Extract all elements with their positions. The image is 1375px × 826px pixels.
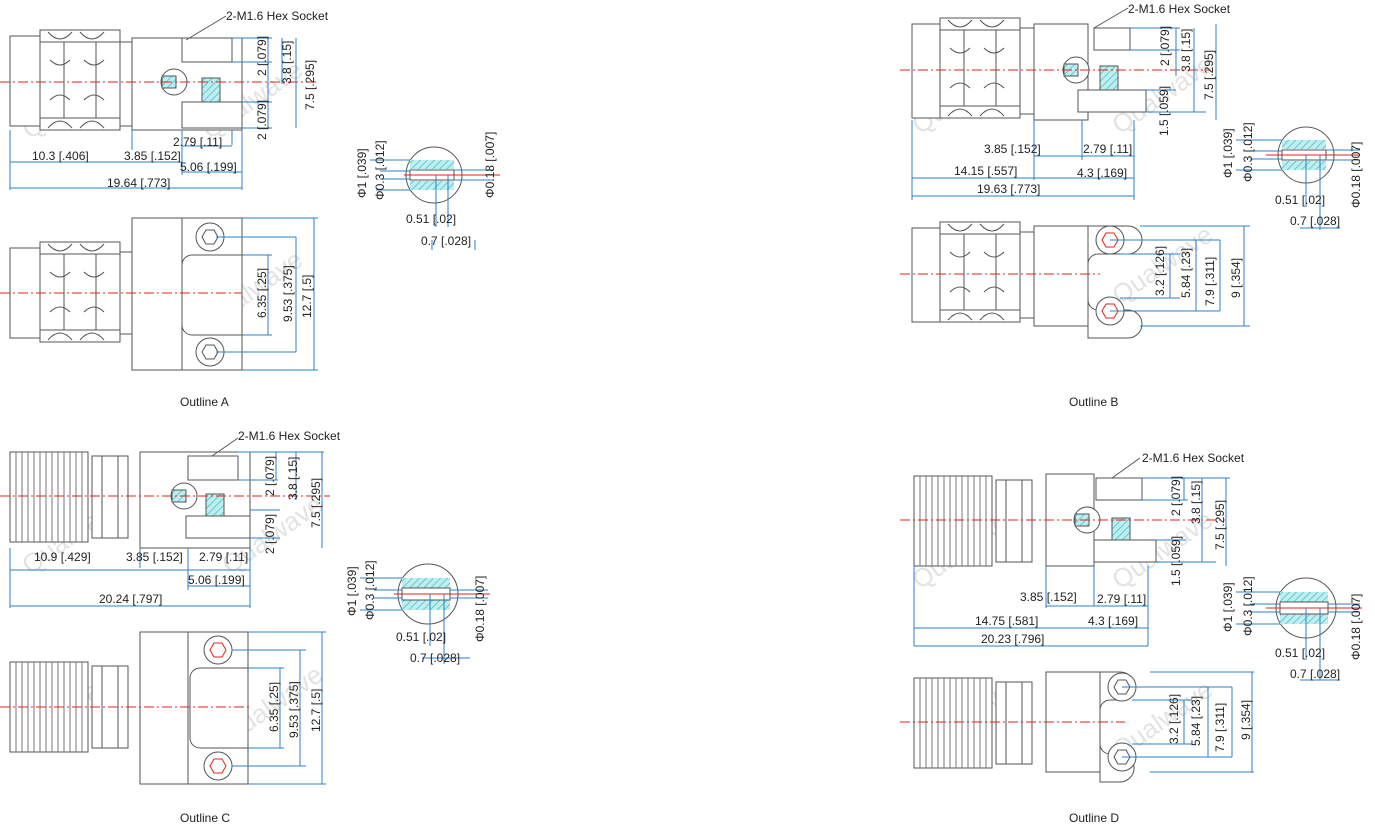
dim-c-d5: 10.9 [.429] xyxy=(34,550,91,564)
dim-a-d1: 2 [.079] xyxy=(255,36,269,76)
outline-c-top-view: 6.35 [.25] 9.53 [.375] 12.7 [.5] xyxy=(0,631,326,785)
outline-d-side-dimensions: 2 [.079] 3.8 [.15] 7.5 [.295] 1.5 [.059]… xyxy=(913,451,1245,647)
dim-a-detail-d2: Φ0.3 [.012] xyxy=(373,140,387,200)
dim-b-d7: 14.15 [.557] xyxy=(954,164,1017,178)
outline-c-side-view xyxy=(0,451,330,549)
dim-c-top-d1: 6.35 [.25] xyxy=(267,682,281,732)
outline-a: 2 [.079] 3.8 [.15] 7.5 [.295] 2 [.079] 2… xyxy=(0,9,500,409)
dim-a-detail-d5: 0.7 [.028] xyxy=(421,234,471,248)
dim-a-d8: 5.06 [.199] xyxy=(180,160,237,174)
dim-b-d6: 2.79 [.11] xyxy=(1083,142,1132,156)
dim-d-d8: 4.3 [.169] xyxy=(1088,614,1138,628)
outline-d-pin-detail: Φ1 [.039] Φ0.3 [.012] Φ0.18 [.007] 0.51 … xyxy=(1221,576,1363,681)
dim-a-d3: 7.5 [.295] xyxy=(303,60,317,110)
dim-d-top-d4: 9 [.354] xyxy=(1239,700,1253,740)
dim-b-d4: 1.5 [.059] xyxy=(1157,86,1171,136)
dim-b-d9: 19.63 [.773] xyxy=(977,182,1040,196)
dim-b-d3: 7.5 [.295] xyxy=(1202,50,1216,100)
dim-b-top-d2: 5.84 [.23] xyxy=(1179,248,1193,298)
hex-socket-callout-d: 2-M1.6 Hex Socket xyxy=(1142,451,1245,465)
dim-c-d2: 3.8 [.15] xyxy=(286,457,300,500)
dim-a-top-d2: 9.53 [.375] xyxy=(281,265,295,322)
dim-d-detail-d1: Φ1 [.039] xyxy=(1221,582,1235,632)
dim-c-d6: 3.85 [.152] xyxy=(126,550,183,564)
dim-a-detail-d4: 0.51 [.02] xyxy=(406,212,456,226)
dim-c-d9: 20.24 [.797] xyxy=(99,592,162,606)
dim-c-detail-d2: Φ0.3 [.012] xyxy=(363,560,377,620)
dim-b-top-d3: 7.9 [.311] xyxy=(1203,257,1217,306)
hex-socket-callout-b: 2-M1.6 Hex Socket xyxy=(1128,2,1231,16)
dim-a-d5: 2.79 [.11] xyxy=(173,135,222,149)
outline-d: 2 [.079] 3.8 [.15] 7.5 [.295] 1.5 [.059]… xyxy=(900,451,1363,825)
outline-a-side-dimensions: 2 [.079] 3.8 [.15] 7.5 [.295] 2 [.079] 2… xyxy=(9,9,329,190)
dim-d-d9: 20.23 [.796] xyxy=(981,632,1044,646)
outline-c-pin-detail: Φ1 [.039] Φ0.3 [.012] Φ0.18 [.007] 0.51 … xyxy=(345,560,490,665)
dim-a-top-d1: 6.35 [.25] xyxy=(255,268,269,318)
dim-d-detail-d3: Φ0.18 [.007] xyxy=(1349,594,1363,660)
dim-d-top-d2: 5.84 [.23] xyxy=(1189,696,1203,746)
dim-d-detail-d5: 0.7 [.028] xyxy=(1290,667,1340,681)
dim-a-d4: 2 [.079] xyxy=(255,100,269,140)
dim-d-d2: 3.8 [.15] xyxy=(1189,481,1203,524)
dim-d-top-d3: 7.9 [.311] xyxy=(1213,703,1227,752)
dim-c-top-d3: 12.7 [.5] xyxy=(309,689,323,732)
dim-c-d8: 5.06 [.199] xyxy=(188,573,245,587)
outline-d-top-view: 3.2 [.126] 5.84 [.23] 7.9 [.311] 9 [.354… xyxy=(900,671,1254,783)
dim-d-d7: 14.75 [.581] xyxy=(975,614,1038,628)
hex-socket-callout-c: 2-M1.6 Hex Socket xyxy=(238,429,341,443)
outline-c-side-dimensions: 2 [.079] 3.8 [.15] 7.5 [.295] 2 [.079] 1… xyxy=(9,429,341,608)
dim-c-detail-d5: 0.7 [.028] xyxy=(410,651,460,665)
dim-c-d3: 7.5 [.295] xyxy=(309,478,323,528)
outline-d-caption: Outline D xyxy=(1069,811,1119,825)
outline-a-caption: Outline A xyxy=(180,395,229,409)
outline-b: 2 [.079] 3.8 [.15] 7.5 [.295] 1.5 [.059]… xyxy=(900,2,1363,409)
dim-a-d7: 3.85 [.152] xyxy=(124,149,181,163)
dim-a-detail-d3: Φ0.18 [.007] xyxy=(483,132,497,198)
dim-a-d9: 19.64 [.773] xyxy=(107,176,170,190)
dim-c-d7: 2.79 [.11] xyxy=(199,550,248,564)
dim-c-detail-d4: 0.51 [.02] xyxy=(396,630,446,644)
dim-c-detail-d1: Φ1 [.039] xyxy=(345,566,359,616)
dim-d-d4: 1.5 [.059] xyxy=(1169,536,1183,586)
outline-b-side-view xyxy=(900,17,1210,121)
dim-d-top-d1: 3.2 [.126] xyxy=(1167,694,1181,744)
dim-c-top-d2: 9.53 [.375] xyxy=(287,681,301,738)
hex-socket-callout-a: 2-M1.6 Hex Socket xyxy=(226,9,329,23)
dim-c-d1: 2 [.079] xyxy=(263,456,277,496)
dim-b-detail-d2: Φ0.3 [.012] xyxy=(1241,122,1255,182)
dim-b-detail-d5: 0.7 [.028] xyxy=(1290,214,1340,228)
dim-c-d4: 2 [.079] xyxy=(263,514,277,554)
dim-a-top-d3: 12.7 [.5] xyxy=(300,275,314,318)
outline-a-top-view: 6.35 [.25] 9.53 [.375] 12.7 [.5] xyxy=(0,217,318,371)
dim-d-detail-d4: 0.51 [.02] xyxy=(1275,646,1325,660)
outline-a-pin-detail: Φ1 [.039] Φ0.3 [.012] Φ0.18 [.007] 0.51 … xyxy=(355,132,500,250)
dim-b-d2: 3.8 [.15] xyxy=(1179,29,1193,72)
outline-c: 2 [.079] 3.8 [.15] 7.5 [.295] 2 [.079] 1… xyxy=(0,429,490,825)
outline-b-caption: Outline B xyxy=(1069,395,1118,409)
dim-a-d6: 10.3 [.406] xyxy=(32,149,89,163)
outline-b-pin-detail: Φ1 [.039] Φ0.3 [.012] Φ0.18 [.007] 0.51 … xyxy=(1221,122,1363,230)
dim-d-d5: 3.85 [.152] xyxy=(1020,590,1077,604)
dim-d-d1: 2 [.079] xyxy=(1169,476,1183,516)
outline-b-side-dimensions: 2 [.079] 3.8 [.15] 7.5 [.295] 1.5 [.059]… xyxy=(911,2,1231,200)
outline-a-side-view xyxy=(0,29,318,131)
dim-b-d1: 2 [.079] xyxy=(1158,26,1172,66)
dim-b-detail-d4: 0.51 [.02] xyxy=(1275,193,1325,207)
dim-b-top-d1: 3.2 [.126] xyxy=(1153,246,1167,296)
dim-b-detail-d3: Φ0.18 [.007] xyxy=(1349,142,1363,208)
dim-d-d3: 7.5 [.295] xyxy=(1213,500,1227,550)
dim-b-top-d4: 9 [.354] xyxy=(1229,258,1243,298)
dim-a-d2: 3.8 [.15] xyxy=(280,41,294,84)
outline-c-caption: Outline C xyxy=(180,811,230,825)
dim-c-detail-d3: Φ0.18 [.007] xyxy=(473,576,487,642)
dim-a-detail-d1: Φ1 [.039] xyxy=(355,148,369,198)
dim-b-detail-d1: Φ1 [.039] xyxy=(1221,128,1235,178)
dim-d-detail-d2: Φ0.3 [.012] xyxy=(1241,576,1255,636)
dim-d-d6: 2.79 [.11] xyxy=(1097,592,1146,606)
outline-d-side-view xyxy=(900,473,1225,567)
dim-b-d8: 4.3 [.169] xyxy=(1077,166,1127,180)
outline-b-top-view: 3.2 [.126] 5.84 [.23] 7.9 [.311] 9 [.354… xyxy=(900,221,1250,339)
dim-b-d5: 3.85 [.152] xyxy=(984,142,1041,156)
